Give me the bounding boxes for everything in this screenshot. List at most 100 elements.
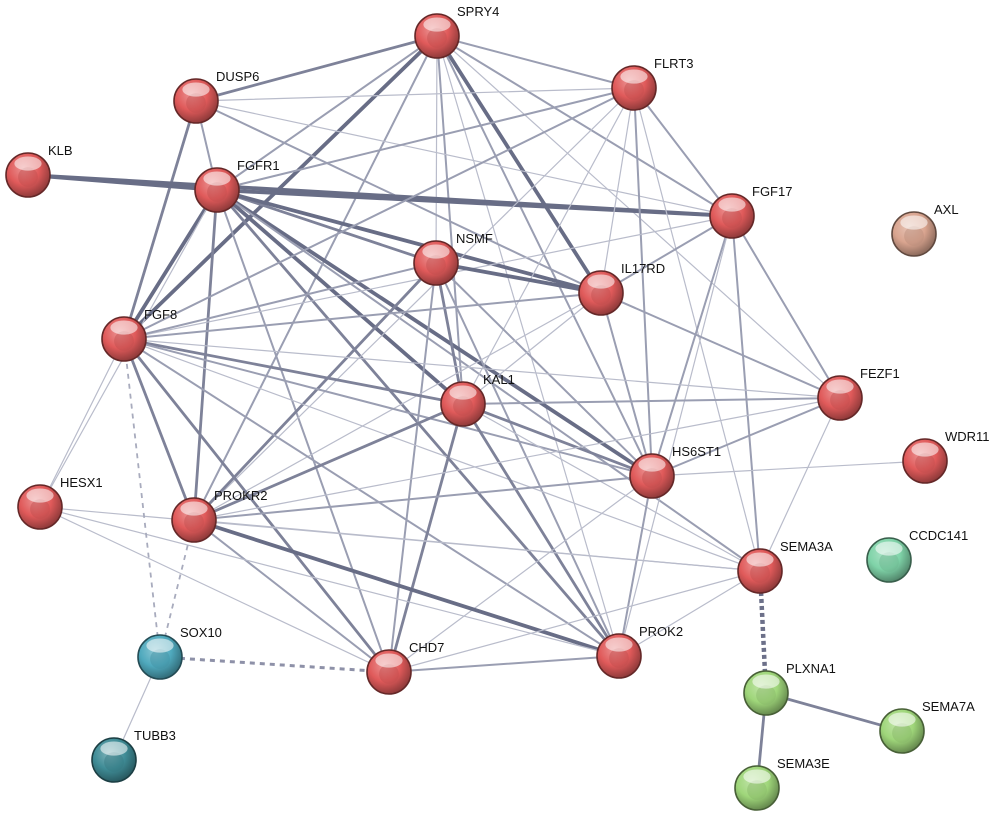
edge-il17rd-hs6st1 — [600, 292, 653, 477]
node-prok2[interactable]: PROK2 — [596, 624, 683, 679]
edge-dusp6-fgf17 — [195, 100, 733, 217]
node-highlight — [182, 82, 210, 97]
node-highlight — [375, 653, 403, 668]
node-highlight — [26, 488, 54, 503]
edge-nsmf-chd7 — [388, 262, 437, 673]
node-highlight — [14, 156, 42, 171]
node-hs6st1[interactable]: HS6ST1 — [629, 444, 721, 499]
node-highlight — [743, 769, 771, 784]
structure-icon — [915, 453, 935, 473]
edge-spry4-fgf8 — [122, 34, 439, 341]
edge-fgfr1-il17rd — [215, 188, 603, 295]
node-nsmf[interactable]: NSMF — [413, 231, 493, 286]
node-highlight — [587, 274, 615, 289]
node-plxna1[interactable]: PLXNA1 — [743, 661, 836, 716]
node-hesx1[interactable]: HESX1 — [17, 475, 103, 530]
node-fgf8[interactable]: FGF8 — [101, 307, 177, 362]
structure-icon — [642, 468, 662, 488]
structure-icon — [747, 780, 767, 800]
node-fgfr1[interactable]: FGFR1 — [194, 158, 280, 213]
node-tubb3[interactable]: TUBB3 — [91, 728, 176, 783]
node-label: SEMA3E — [777, 756, 830, 771]
node-label: HESX1 — [60, 475, 103, 490]
structure-icon — [150, 649, 170, 669]
structure-icon — [30, 499, 50, 519]
edge-sox10-chd7 — [159, 655, 390, 674]
node-label: FLRT3 — [654, 56, 694, 71]
node-label: PLXNA1 — [786, 661, 836, 676]
node-label: WDR11 — [945, 429, 990, 444]
node-il17rd[interactable]: IL17RD — [578, 261, 665, 316]
structure-icon — [756, 685, 776, 705]
edge-flrt3-kal1 — [462, 87, 635, 405]
edge-fgfr1-hs6st1 — [215, 188, 654, 478]
node-highlight — [752, 674, 780, 689]
node-klb[interactable]: KLB — [5, 143, 73, 198]
node-highlight — [605, 637, 633, 652]
edge-prok2-sema3a — [618, 570, 761, 657]
structure-icon — [114, 331, 134, 351]
node-ccdc141[interactable]: CCDC141 — [866, 528, 968, 583]
node-highlight — [423, 17, 451, 32]
node-highlight — [826, 379, 854, 394]
node-label: DUSP6 — [216, 69, 259, 84]
edge-flrt3-fgf8 — [123, 87, 635, 340]
node-prokr2[interactable]: PROKR2 — [171, 488, 267, 543]
node-wdr11[interactable]: WDR11 — [902, 429, 990, 484]
node-chd7[interactable]: CHD7 — [366, 640, 444, 695]
edge-fgfr1-fgf17 — [215, 188, 734, 218]
edge-fgfr1-kal1 — [215, 188, 465, 406]
edge-kal1-chd7 — [387, 402, 465, 674]
edge-fgf8-kal1 — [122, 337, 465, 406]
node-highlight — [746, 552, 774, 567]
structure-icon — [18, 167, 38, 187]
node-fgf17[interactable]: FGF17 — [709, 184, 792, 239]
node-kal1[interactable]: KAL1 — [440, 372, 515, 427]
edge-fgf17-prok2 — [618, 215, 733, 657]
node-label: SEMA3A — [780, 539, 833, 554]
structure-icon — [624, 80, 644, 100]
edge-sox10-prokr2 — [159, 519, 195, 658]
edges-layer — [26, 34, 926, 790]
edge-hesx1-chd7 — [39, 506, 390, 673]
node-label: PROKR2 — [214, 488, 267, 503]
node-label: FGF8 — [144, 307, 177, 322]
edge-spry4-flrt3 — [436, 35, 635, 89]
node-sox10[interactable]: SOX10 — [137, 625, 222, 680]
edge-il17rd-prokr2 — [193, 292, 602, 521]
edge-fgf8-hesx1 — [39, 338, 125, 508]
edge-sox10-fgf8 — [123, 338, 161, 658]
edge-kal1-prokr2 — [192, 402, 465, 522]
node-spry4[interactable]: SPRY4 — [414, 4, 499, 59]
node-sema3a[interactable]: SEMA3A — [737, 539, 833, 594]
node-sema7a[interactable]: SEMA7A — [879, 699, 975, 754]
edge-hs6st1-fezf1 — [651, 397, 841, 477]
node-fezf1[interactable]: FEZF1 — [817, 366, 900, 421]
node-highlight — [900, 215, 928, 230]
edge-dusp6-fgf8 — [122, 99, 198, 341]
structure-icon — [104, 752, 124, 772]
edge-nsmf-il17rd — [434, 261, 603, 295]
structure-icon — [453, 396, 473, 416]
node-axl[interactable]: AXL — [891, 202, 959, 257]
edge-plxna1-sema7a — [764, 691, 904, 733]
node-label: FGFR1 — [237, 158, 280, 173]
edge-fgf8-fezf1 — [123, 338, 841, 399]
edge-spry4-kal1 — [436, 35, 464, 405]
node-highlight — [449, 385, 477, 400]
node-sema3e[interactable]: SEMA3E — [734, 756, 830, 811]
node-label: SEMA7A — [922, 699, 975, 714]
edge-nsmf-kal1 — [434, 261, 465, 406]
node-flrt3[interactable]: FLRT3 — [611, 56, 694, 111]
edge-fezf1-sema3a — [759, 397, 841, 572]
node-label: SOX10 — [180, 625, 222, 640]
edge-flrt3-il17rd — [600, 87, 635, 294]
node-highlight — [422, 244, 450, 259]
structure-icon — [879, 552, 899, 572]
edge-fgf8-hs6st1 — [123, 338, 653, 477]
structure-icon — [591, 285, 611, 305]
structure-icon — [830, 390, 850, 410]
node-dusp6[interactable]: DUSP6 — [173, 69, 259, 124]
node-label: NSMF — [456, 231, 493, 246]
structure-icon — [426, 255, 446, 275]
